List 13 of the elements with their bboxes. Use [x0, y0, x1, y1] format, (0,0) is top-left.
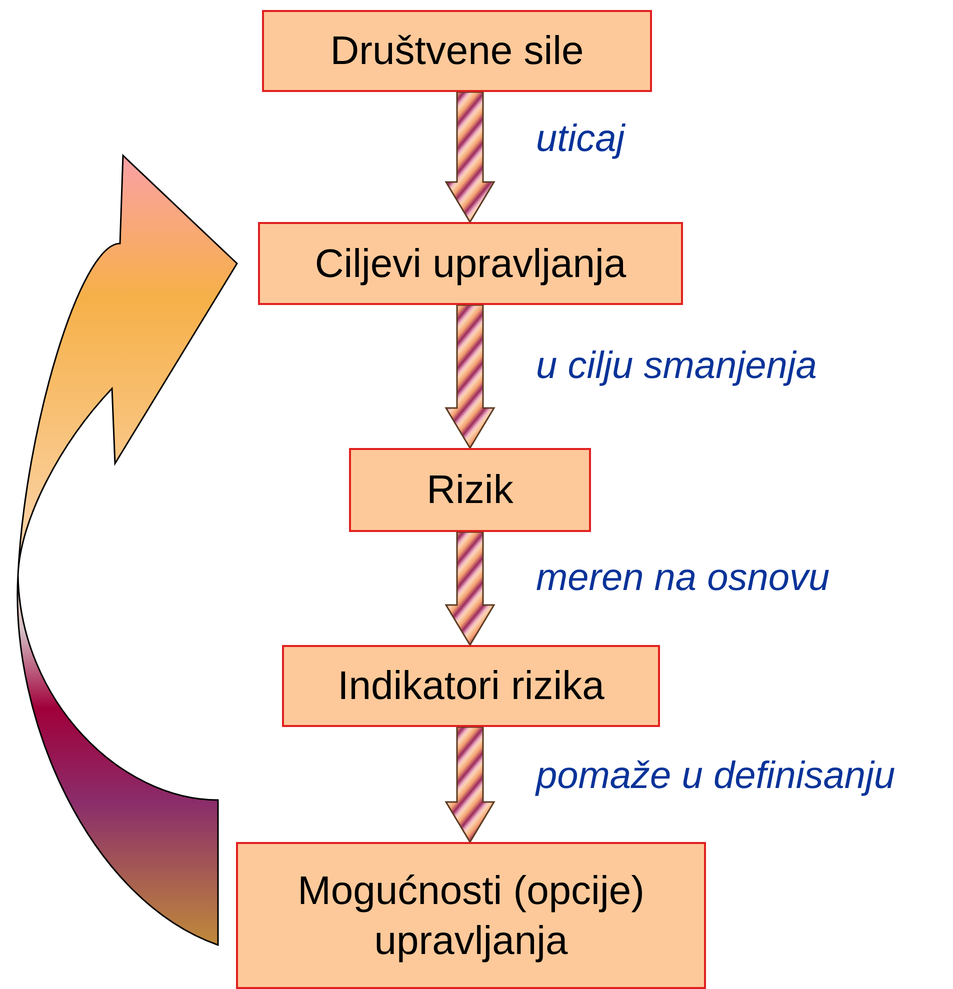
block-arrow	[444, 726, 496, 844]
edge-label: u cilju smanjenja	[536, 345, 817, 388]
block-arrow	[444, 91, 496, 224]
process-box: Ciljevi upravljanja	[258, 222, 683, 305]
process-box: Indikatori rizika	[282, 645, 660, 727]
process-box: Mogućnosti (opcije) upravljanja	[236, 842, 706, 989]
edge-label: uticaj	[536, 118, 625, 161]
edge-label: meren na osnovu	[536, 557, 830, 600]
edge-label: pomaže u definisanju	[536, 755, 896, 798]
process-box: Rizik	[349, 448, 591, 532]
block-arrow	[444, 531, 496, 646]
block-arrow	[444, 304, 496, 450]
process-box: Društvene sile	[262, 10, 652, 92]
